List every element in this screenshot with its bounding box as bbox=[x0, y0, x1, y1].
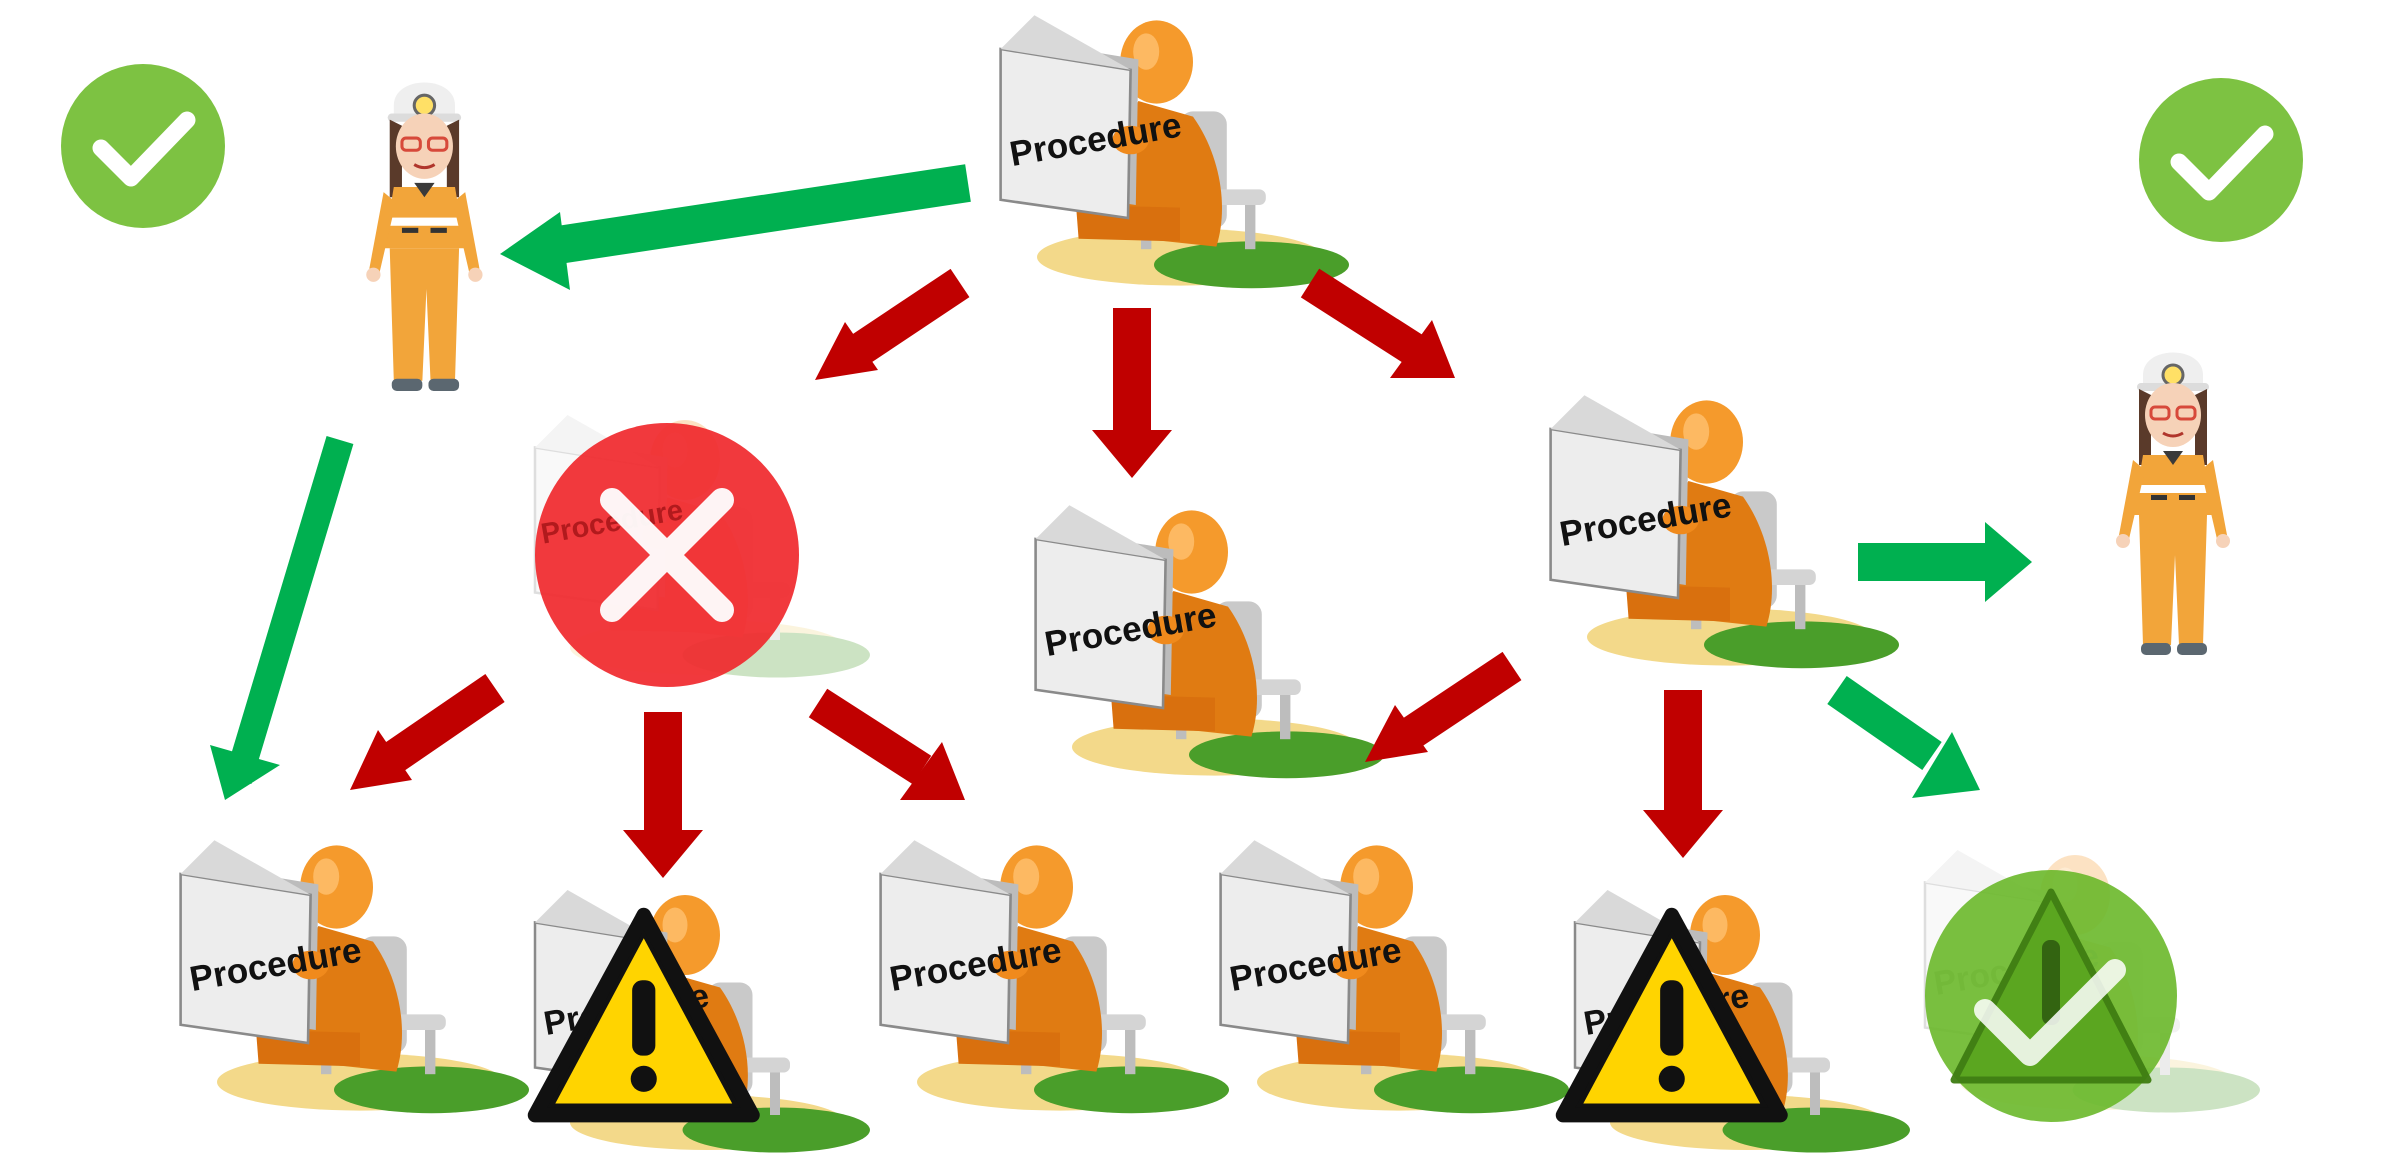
approve-checkmark-icon bbox=[2139, 78, 2303, 242]
flow-arrows bbox=[210, 164, 2032, 878]
procedure-reader-icon: Procedure bbox=[1219, 838, 1571, 1115]
procedure-reader-icon: Procedure bbox=[879, 838, 1231, 1115]
procedure-reader-icon: Procedure bbox=[999, 13, 1351, 290]
reject-x-icon: Procedure bbox=[535, 423, 799, 687]
approve-warning-overlay-icon bbox=[1925, 870, 2177, 1122]
procedure-reader-icon: Procedure bbox=[1034, 503, 1386, 780]
procedure-reader-icon: Procedure bbox=[1549, 393, 1901, 670]
worker-figure-icon bbox=[2114, 351, 2232, 657]
approve-checkmark-icon bbox=[61, 64, 225, 228]
worker-figure-icon bbox=[364, 80, 485, 393]
procedure-reader-icon: Procedure bbox=[179, 838, 531, 1115]
